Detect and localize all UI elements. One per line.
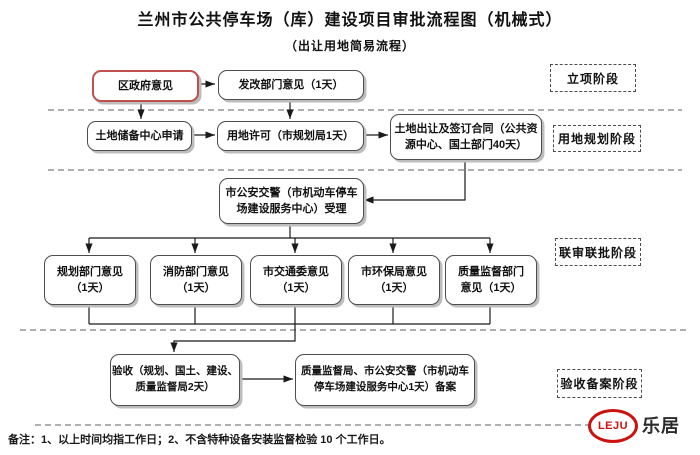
node-fire-dept-opinion: 消防部门意见 （1天）: [150, 255, 242, 305]
stage-separators: [20, 109, 688, 426]
node-environment-bureau-opinion: 市环保局意见 （1天）: [348, 255, 440, 305]
node-acceptance-check: 验收（规划、国土、建设、 质量监督局2天）: [110, 354, 240, 406]
stage-label-project-initiation: 立项阶段: [550, 64, 636, 92]
node-transport-committee-opinion: 市交通委意见 （1天）: [250, 255, 342, 305]
page-title: 兰州市公共停车场（库）建设项目审批流程图（机械式）: [137, 12, 563, 29]
node-planning-dept-opinion: 规划部门意见 （1天）: [44, 255, 136, 305]
node-district-government-opinion: 区政府意见: [92, 70, 199, 102]
page-subtitle: （出让用地简易流程）: [284, 39, 415, 53]
arrow-transfer-to-police: [364, 158, 466, 204]
node-quality-supervision-opinion: 质量监督部门 意见（1天）: [445, 255, 537, 305]
brand-name: 乐居: [642, 416, 680, 436]
leju-logo-icon: LEJU: [588, 409, 638, 443]
stage-label-joint-review: 联审联批阶段: [555, 238, 641, 266]
stage-label-land-planning: 用地规划阶段: [553, 125, 641, 152]
stage-label-acceptance-filing: 验收备案阶段: [557, 369, 642, 398]
node-land-reserve-application: 土地储备中心申请: [87, 121, 192, 151]
footnote: 备注：1、以上时间均指工作日；2、不含特种设备安装监督检验 10 个工作日。: [8, 434, 391, 446]
node-traffic-police-acceptance: 市公安交警（市机动车停车 场建设服务中心）受理: [219, 178, 364, 224]
leju-logo-text: LEJU: [597, 420, 629, 432]
flow-arrows: [85, 80, 494, 383]
arrow-join-to-acceptance: [170, 324, 296, 352]
node-land-use-permit: 用地许可（市规划局1天）: [217, 121, 364, 151]
node-land-transfer-contract: 土地出让及签订合同（公共资 源中心、国土部门40天）: [390, 114, 542, 160]
node-record-filing: 质量监督局、市公安交警（市机动车 停车场建设服务中心1天）备案: [295, 354, 475, 406]
node-ndrc-opinion: 发改部门意见（1天）: [218, 70, 364, 100]
